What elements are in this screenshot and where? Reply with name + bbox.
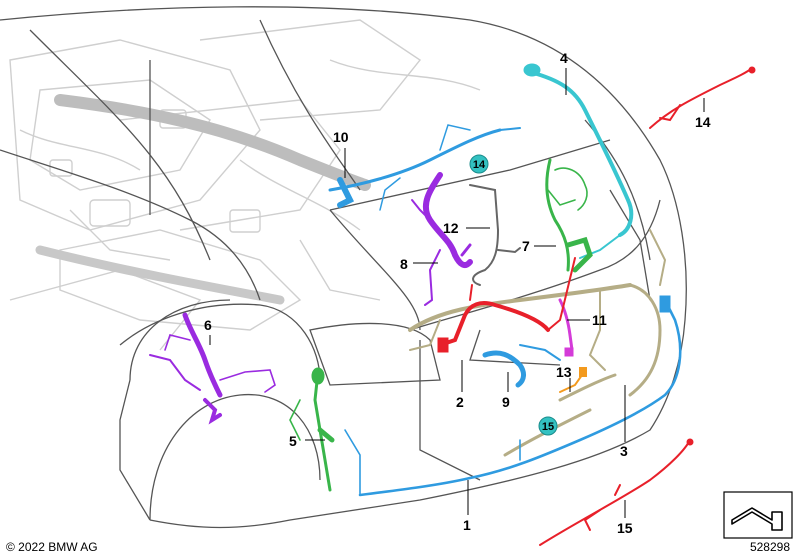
harness-7 xyxy=(545,158,593,273)
badge-15: 15 xyxy=(538,416,558,436)
vehicle-body xyxy=(0,6,687,529)
badge-15-label: 15 xyxy=(542,421,554,433)
callout-12: 12 xyxy=(443,220,459,236)
callout-9: 9 xyxy=(502,394,510,410)
callout-7: 7 xyxy=(522,238,530,254)
part-14-harness xyxy=(649,66,756,129)
harness-12 xyxy=(469,184,521,286)
leader-lines xyxy=(209,68,705,518)
copyright-text: © 2022 BMW AG xyxy=(6,540,98,554)
callout-13: 13 xyxy=(556,364,572,380)
badge-14-label: 14 xyxy=(473,159,486,171)
callout-11: 11 xyxy=(592,312,607,328)
callout-1: 1 xyxy=(463,517,471,533)
harness-10 xyxy=(328,124,521,211)
interior-duct xyxy=(54,94,371,191)
corner-arrow-icon xyxy=(723,491,793,539)
callout-15: 15 xyxy=(617,520,633,536)
callout-5: 5 xyxy=(289,433,297,449)
harness-1 xyxy=(344,295,682,497)
diagram-id: 528298 xyxy=(749,540,790,554)
callout-3: 3 xyxy=(620,443,628,459)
callout-2: 2 xyxy=(456,394,464,410)
interior-duct-lower xyxy=(35,245,285,305)
badge-14: 14 xyxy=(469,154,489,174)
callout-6: 6 xyxy=(204,317,212,333)
harness-2 xyxy=(437,257,576,353)
callout-8: 8 xyxy=(400,256,408,272)
harness-8 xyxy=(411,172,473,306)
callout-4: 4 xyxy=(560,50,568,66)
harness-3 xyxy=(408,229,667,457)
callout-14: 14 xyxy=(695,114,711,130)
callout-10: 10 xyxy=(333,129,349,145)
callout-labels: 1 2 3 4 5 6 7 8 9 10 11 12 13 14 15 xyxy=(204,50,711,536)
part-15-harness xyxy=(539,438,694,546)
harness-13 xyxy=(559,367,587,393)
harness-11 xyxy=(558,298,574,357)
harness-6 xyxy=(149,312,276,425)
harness-9 xyxy=(482,344,561,388)
harness-5 xyxy=(289,367,335,492)
